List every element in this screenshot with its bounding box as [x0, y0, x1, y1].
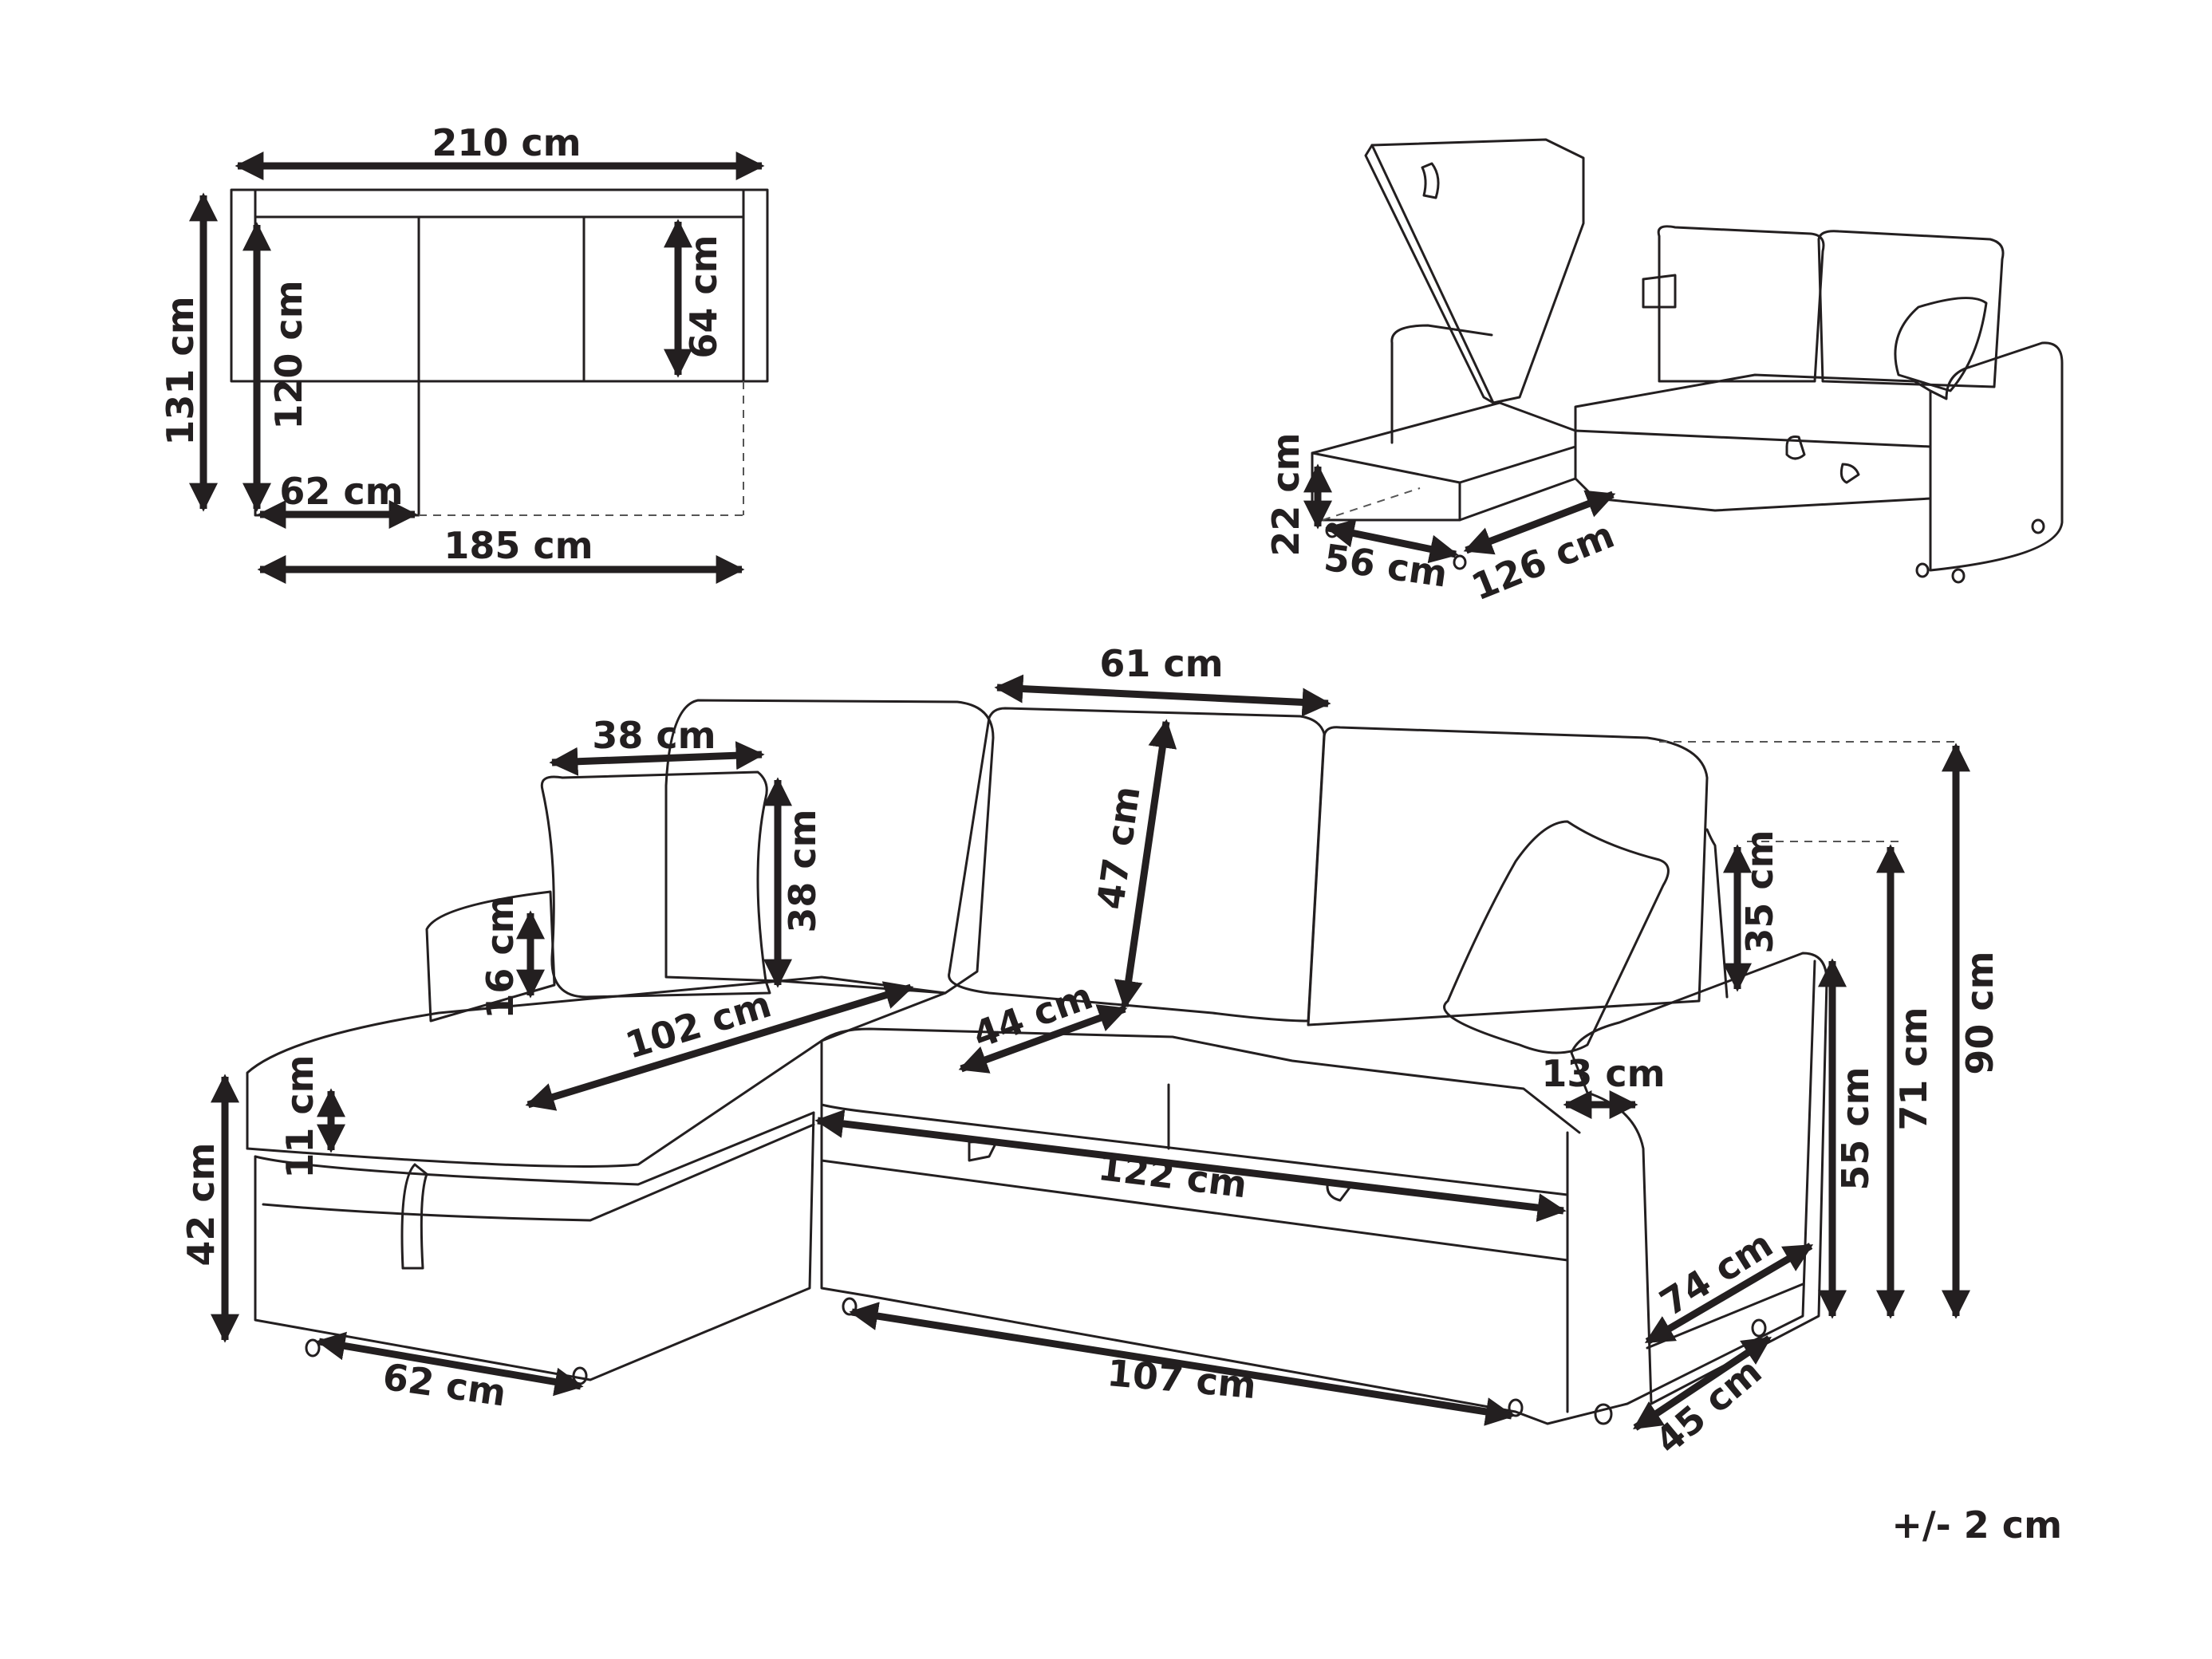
dim-chaise-length — [525, 981, 914, 1111]
label-base-width: 107 cm — [1106, 1351, 1258, 1407]
label-top-chaise-width: 62 cm — [279, 470, 403, 513]
label-armrest-left: 16 cm — [479, 895, 522, 1019]
label-total-height: 90 cm — [1958, 951, 2001, 1074]
dim-storage-depth — [1325, 518, 1459, 564]
label-top-seat-width: 185 cm — [444, 524, 593, 567]
label-back-height: 71 cm — [1892, 1007, 1935, 1130]
label-back-above-arm: 35 cm — [1738, 830, 1781, 953]
label-top-depth: 131 cm — [159, 296, 202, 445]
dim-pillow-width — [549, 741, 765, 776]
dim-bed-width — [814, 1109, 1567, 1222]
label-top-width: 210 cm — [432, 121, 581, 164]
dim-seat-depth — [958, 1004, 1128, 1074]
label-chaise-foot: 62 cm — [380, 1355, 509, 1415]
label-arm-height: 55 cm — [1834, 1066, 1877, 1190]
label-arm-width: 13 cm — [1541, 1052, 1665, 1095]
dim-cushion-width — [994, 674, 1331, 717]
label-top-chaise-depth: 120 cm — [267, 280, 310, 429]
dim-base-width — [849, 1302, 1515, 1426]
label-storage-width: 126 cm — [1465, 513, 1620, 609]
dim-chaise-foot — [316, 1331, 584, 1397]
top-view-dimensions — [189, 152, 765, 584]
dim-back-cushion-height — [1114, 719, 1177, 1010]
label-storage-height: 22 cm — [1264, 432, 1307, 556]
label-storage-depth: 56 cm — [1322, 536, 1450, 596]
dim-storage-width — [1463, 490, 1616, 555]
tolerance-note: +/- 2 cm — [1891, 1503, 2062, 1547]
main-view-dimensions — [211, 674, 1970, 1431]
label-pillow-height: 38 cm — [781, 809, 824, 932]
label-cushion-width: 61 cm — [1099, 642, 1223, 685]
label-total-height-left: 42 cm — [179, 1142, 223, 1266]
label-top-seat-depth: 64 cm — [682, 234, 725, 358]
label-cushion-thickness: 11 cm — [278, 1054, 321, 1178]
storage-view-drawing — [1311, 138, 2064, 584]
storage-view-dimensions — [1303, 463, 1616, 564]
label-pillow-width: 38 cm — [592, 714, 716, 757]
dim-leg-depth — [1633, 1335, 1772, 1431]
dim-arm-depth — [1644, 1243, 1814, 1345]
